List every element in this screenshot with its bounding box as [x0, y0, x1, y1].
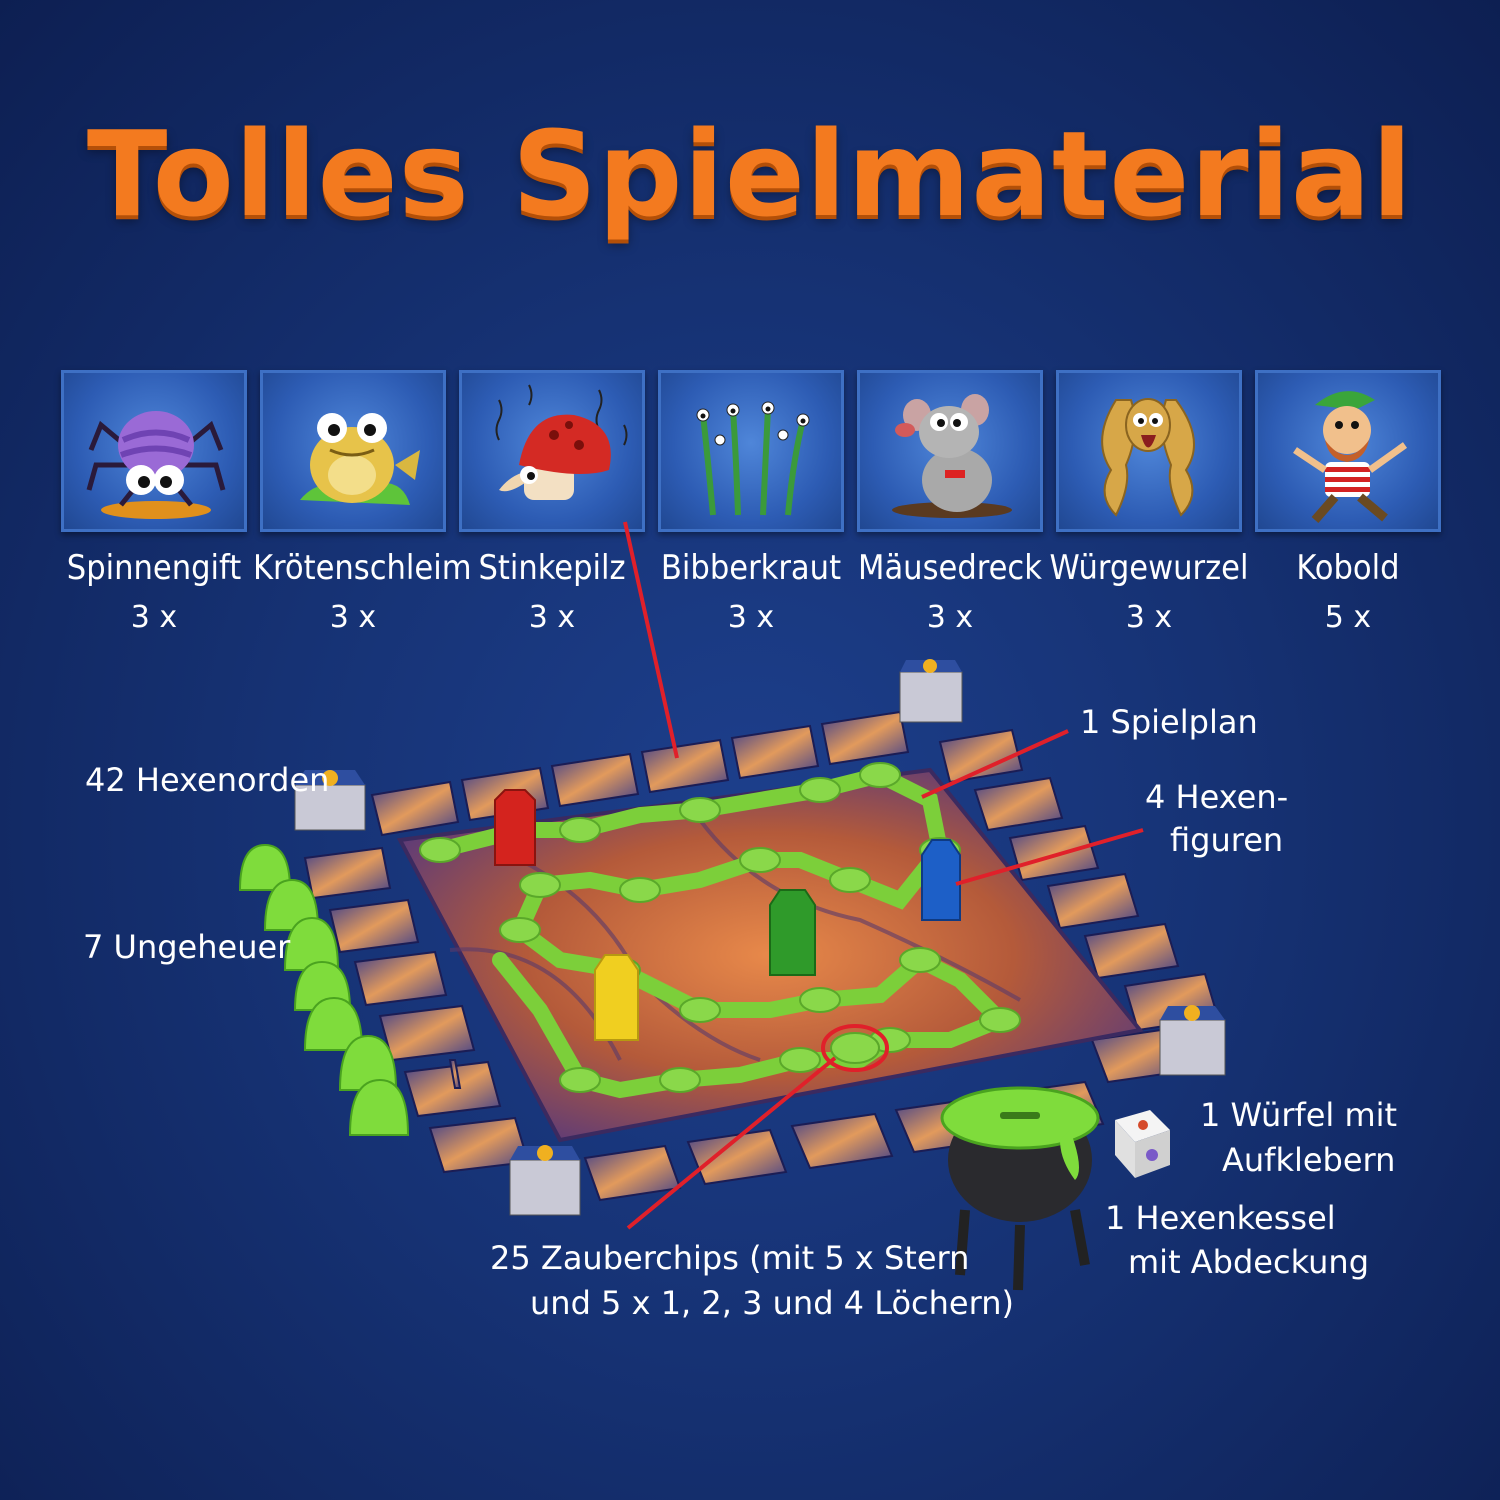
- witch-figures: [494, 789, 961, 1041]
- wuerfel-label-line1: 1 Würfel mit: [1200, 1096, 1398, 1134]
- leader-lines: [623, 521, 1144, 1230]
- ingredient-tile-bibberkraut: [658, 370, 844, 532]
- ingredient-tile-maeusedreck: [857, 370, 1043, 532]
- spielplan-label: 1 Spielplan: [1080, 703, 1258, 741]
- page-title: Tolles Spielmaterial: [86, 105, 1414, 243]
- ingredient-count: 5 x: [1324, 600, 1372, 635]
- root-icon: [1101, 398, 1195, 517]
- ingredient-tile-kroetenschleim: [260, 370, 446, 532]
- ungeheuer-figures: [238, 843, 410, 1136]
- kessel-label-line2: mit Abdeckung: [1128, 1243, 1369, 1281]
- goblin-icon: [1293, 391, 1408, 523]
- ingredient-tile-spinnengift: [61, 370, 247, 532]
- ingredient-name: Mäusedreck: [858, 548, 1042, 588]
- ingredient-tile-stinkepilz: [459, 370, 645, 532]
- ingredient-tile-kobold: [1255, 370, 1441, 532]
- hexenorden-label: 42 Hexenorden: [85, 761, 330, 799]
- hexenorden-stacks: [294, 659, 1226, 1216]
- mushroom-icon: [495, 384, 628, 500]
- wuerfel-label-line2: Aufklebern: [1222, 1141, 1396, 1179]
- ingredient-name: Stinkepilz: [478, 548, 626, 588]
- spider-icon: [86, 411, 226, 519]
- ingredient-count: 3 x: [130, 600, 178, 635]
- herb-icon: [696, 401, 810, 516]
- ingredient-name: Kobold: [1296, 548, 1400, 588]
- wuerfel-die: [1115, 1110, 1170, 1178]
- hexenfiguren-label-line1: 4 Hexen-: [1145, 778, 1289, 816]
- hexenfiguren-label-line2: figuren: [1170, 821, 1284, 859]
- ingredient-name: Bibberkraut: [660, 548, 842, 588]
- zauberchips-label-line2: und 5 x 1, 2, 3 und 4 Löchern): [530, 1284, 1014, 1322]
- hexenkessel-cauldron: [940, 1086, 1100, 1291]
- ingredient-count: 3 x: [926, 600, 974, 635]
- zauberchips-label-line1: 25 Zauberchips (mit 5 x Stern: [490, 1239, 970, 1277]
- ingredient-count: 3 x: [528, 600, 576, 635]
- ingredient-tile-wuergewurzel: [1056, 370, 1242, 532]
- ingredient-count: 3 x: [329, 600, 377, 635]
- ingredient-name: Spinnengift: [66, 548, 242, 588]
- ingredient-name: Würgewurzel: [1049, 548, 1249, 588]
- ingredient-count: 3 x: [1125, 600, 1173, 635]
- ungeheuer-label: 7 Ungeheuer: [83, 928, 291, 966]
- ingredient-name: Krötenschleim: [253, 548, 472, 588]
- kessel-label-line1: 1 Hexenkessel: [1105, 1199, 1336, 1237]
- ingredient-count: 3 x: [727, 600, 775, 635]
- toad-icon: [300, 413, 420, 505]
- mouse-icon: [892, 394, 1012, 518]
